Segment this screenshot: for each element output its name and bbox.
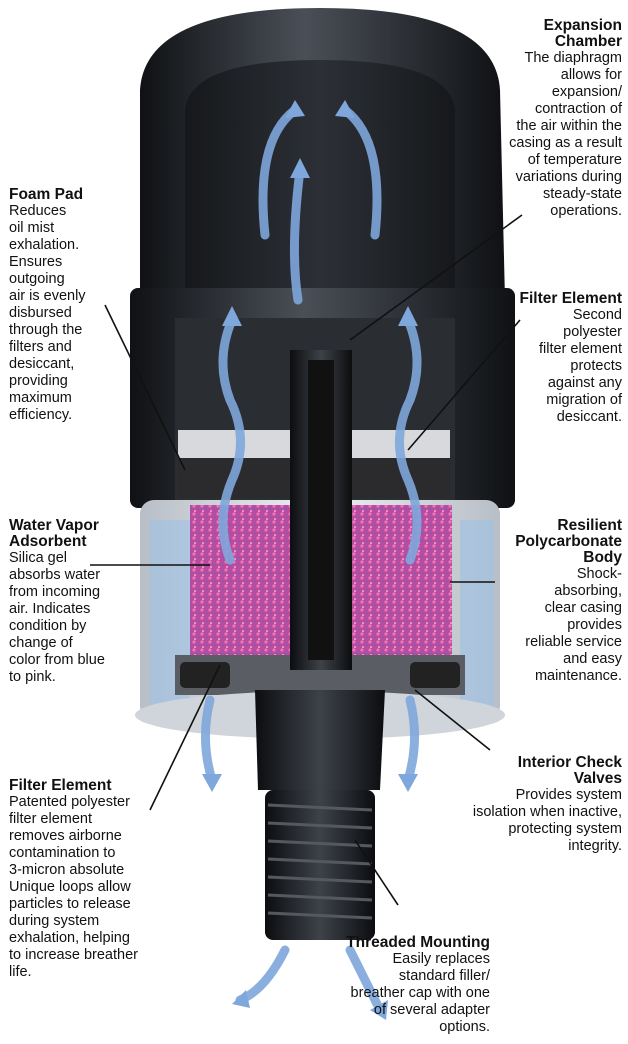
airflow-arrow-lower-left <box>205 700 212 780</box>
callout-polycarbonate-body: Resilient Polycarbonate Body Shock- abso… <box>472 518 622 685</box>
check-valve-right <box>410 662 460 688</box>
standpipe-bore <box>308 360 334 660</box>
callout-filter-element-bottom-title: Filter Element <box>9 778 179 794</box>
callout-expansion-chamber-title: Expansion Chamber <box>462 18 622 50</box>
callout-filter-element-top-desc: Second polyester filter element protects… <box>472 307 622 426</box>
callout-expansion-chamber: Expansion Chamber The diaphragm allows f… <box>462 18 622 220</box>
callout-polycarbonate-title: Resilient Polycarbonate Body <box>472 518 622 566</box>
cap-inner-cavity <box>185 60 455 300</box>
callout-water-vapor-desc: Silica gel absorbs water from incoming a… <box>9 550 139 686</box>
check-valve-left <box>180 662 230 688</box>
callout-filter-element-top: Filter Element Second polyester filter e… <box>472 291 622 426</box>
callout-polycarbonate-desc: Shock- absorbing, clear casing provides … <box>472 566 622 685</box>
callout-foam-pad: Foam Pad Reduces oil mist exhalation. En… <box>9 187 129 424</box>
callout-water-vapor-title: Water Vapor Adsorbent <box>9 518 139 550</box>
airflow-arrow-lower-right <box>408 700 415 780</box>
callout-foam-pad-title: Foam Pad <box>9 187 129 203</box>
callout-check-valves-title: Interior Check Valves <box>422 755 622 787</box>
callout-foam-pad-desc: Reduces oil mist exhalation. Ensures out… <box>9 203 129 424</box>
callout-threaded-mounting-desc: Easily replaces standard filler/ breathe… <box>300 951 490 1036</box>
callout-interior-check-valves: Interior Check Valves Provides system is… <box>422 755 622 855</box>
callout-expansion-chamber-desc: The diaphragm allows for expansion/ cont… <box>462 50 622 220</box>
callout-filter-element-bottom-desc: Patented polyester filter element remove… <box>9 794 179 981</box>
airflow-arrow-exhaust-left <box>240 950 285 1000</box>
callout-threaded-mounting-title: Threaded Mounting <box>300 935 490 951</box>
airflow-arrow-center <box>294 170 300 300</box>
callout-threaded-mounting: Threaded Mounting Easily replaces standa… <box>300 935 490 1036</box>
mounting-stem <box>255 690 385 790</box>
callout-filter-element-bottom: Filter Element Patented polyester filter… <box>9 778 179 981</box>
callout-filter-element-top-title: Filter Element <box>472 291 622 307</box>
callout-check-valves-desc: Provides system isolation when inactive,… <box>422 787 622 855</box>
callout-water-vapor-adsorbent: Water Vapor Adsorbent Silica gel absorbs… <box>9 518 139 686</box>
